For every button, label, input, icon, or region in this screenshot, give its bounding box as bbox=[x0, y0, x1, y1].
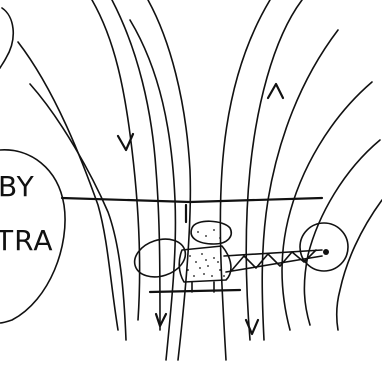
label-badge-text-bottom: TRA bbox=[0, 224, 54, 257]
helicopter-cabin-top bbox=[191, 221, 231, 244]
airflow-line bbox=[148, 0, 190, 360]
main-rotor-blade bbox=[62, 198, 322, 202]
airflow-line bbox=[337, 200, 382, 330]
partial-circle-top-left bbox=[0, 8, 13, 68]
airflow-line bbox=[30, 84, 126, 340]
tail-rotor-disc bbox=[300, 223, 348, 271]
airflow-arrow-icon bbox=[156, 314, 166, 326]
airflow-line bbox=[112, 0, 160, 330]
airflow-line bbox=[262, 30, 338, 340]
label-badge-text-top: BY bbox=[0, 170, 35, 203]
airflow-arrow-icon bbox=[246, 320, 258, 334]
landing-skid bbox=[150, 290, 240, 292]
tail-rotor-hub bbox=[323, 249, 329, 255]
airflow-arrow-icon bbox=[268, 84, 283, 98]
